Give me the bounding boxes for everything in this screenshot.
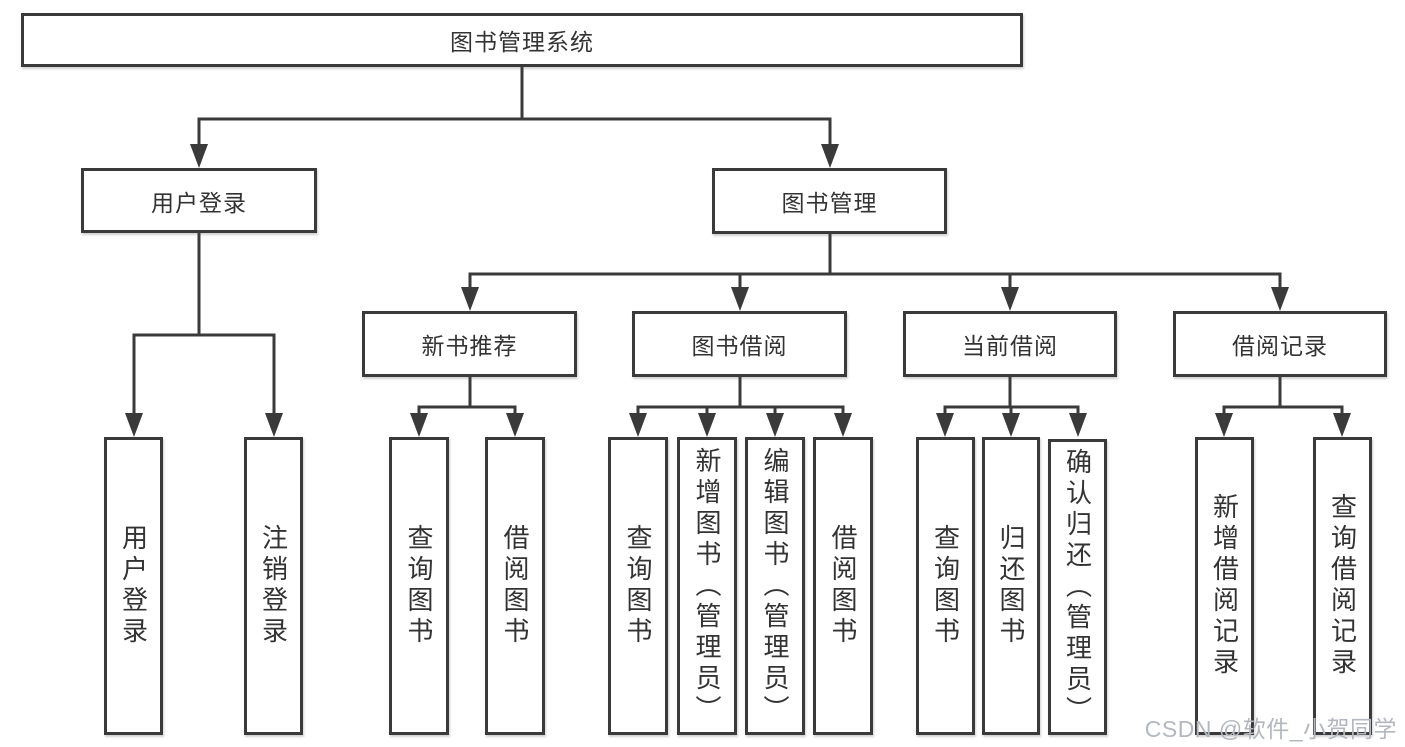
node-leaf-query-books-borrow: 查询图书 (608, 437, 668, 735)
node-leaf-user-login: 用户登录 (104, 437, 163, 735)
node-new-book-recommendation: 新书推荐 (362, 311, 577, 377)
node-label: 图书管理 (781, 190, 878, 216)
node-label: 新增借阅记录 (1209, 493, 1240, 679)
node-user-login: 用户登录 (81, 168, 317, 233)
node-label: 查询图书 (930, 524, 961, 648)
node-leaf-edit-books-admin: 编辑图书（管理员） (745, 437, 805, 735)
node-book-borrowing: 图书借阅 (632, 311, 847, 377)
node-leaf-add-borrow-record: 新增借阅记录 (1195, 437, 1254, 735)
node-leaf-return-books: 归还图书 (982, 437, 1040, 735)
node-leaf-add-books-admin: 新增图书（管理员） (677, 437, 737, 735)
node-leaf-confirm-return-admin: 确认归还（管理员） (1048, 439, 1107, 735)
node-label: 新增图书（管理员） (692, 446, 722, 726)
node-label: 注销登录 (258, 524, 289, 648)
node-leaf-query-books-current: 查询图书 (916, 437, 975, 735)
node-label: 借阅图书 (500, 524, 530, 648)
node-label: 新书推荐 (421, 333, 518, 359)
node-label: 归还图书 (996, 524, 1026, 648)
node-label: 用户登录 (118, 524, 149, 648)
node-leaf-borrow-books-recommend: 借阅图书 (485, 437, 545, 735)
node-book-management: 图书管理 (712, 168, 947, 234)
node-label: 确认归还（管理员） (1062, 447, 1093, 727)
node-leaf-query-books-recommend: 查询图书 (389, 437, 449, 735)
node-borrowing-records: 借阅记录 (1173, 311, 1387, 377)
node-label: 借阅记录 (1232, 333, 1328, 359)
node-label: 图书借阅 (691, 333, 788, 359)
node-leaf-query-borrow-record: 查询借阅记录 (1313, 437, 1372, 735)
node-label: 查询图书 (623, 524, 653, 648)
node-label: 借阅图书 (828, 524, 858, 648)
node-library-management-system: 图书管理系统 (21, 13, 1023, 67)
node-current-borrowing: 当前借阅 (903, 311, 1117, 377)
node-label: 图书管理系统 (450, 29, 594, 55)
csdn-watermark: CSDN @软件_小贺同学 (1144, 716, 1397, 742)
node-label: 查询借阅记录 (1327, 493, 1358, 679)
node-label: 用户登录 (151, 189, 247, 216)
node-leaf-logout: 注销登录 (244, 437, 303, 735)
node-label: 当前借阅 (962, 333, 1058, 359)
node-leaf-borrow-books: 借阅图书 (813, 437, 873, 735)
node-label: 编辑图书（管理员） (760, 446, 790, 726)
node-label: 查询图书 (404, 524, 434, 648)
